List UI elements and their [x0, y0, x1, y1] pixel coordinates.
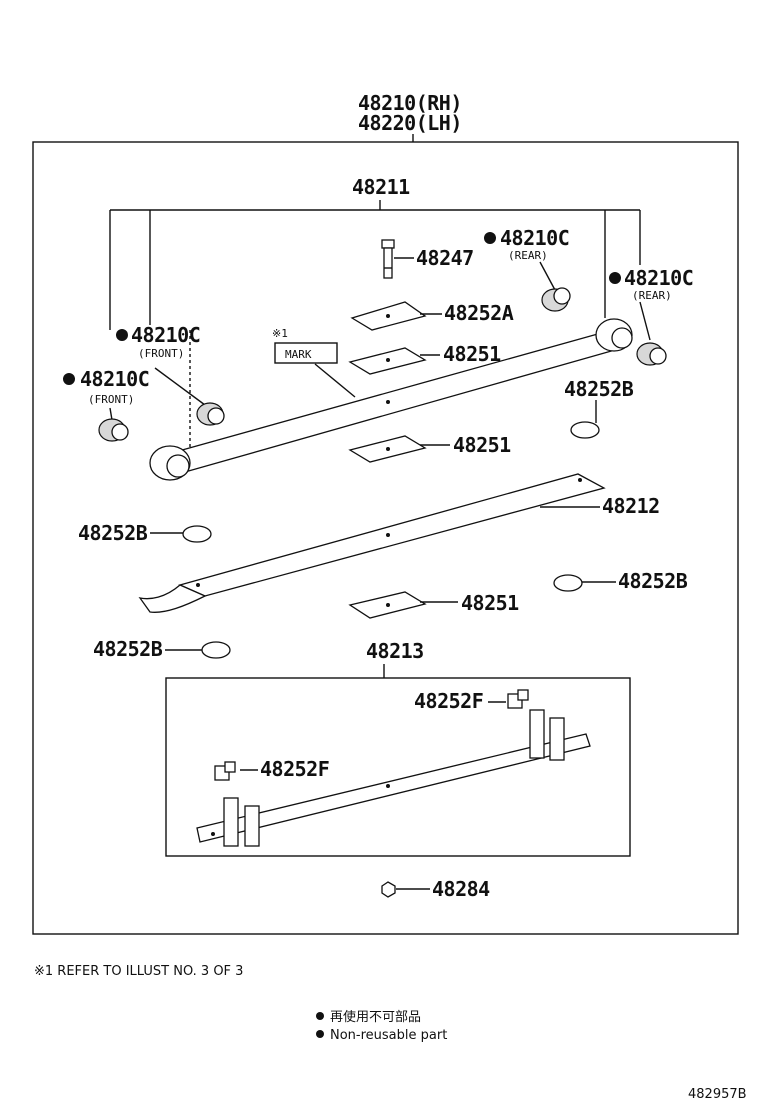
clip-48252f-1	[507, 689, 529, 709]
legend-dot-jp	[316, 1012, 324, 1020]
insert-hole	[386, 603, 390, 607]
figure-id: 482957B	[688, 1087, 747, 1102]
pad-48252b-3	[553, 574, 583, 592]
mark-box	[274, 342, 338, 364]
callout-48210c-rear-2-sub: (REAR)	[632, 289, 672, 302]
callout-48251-mid: 48251	[453, 433, 511, 457]
callout-48210c-front-2: 48210C	[80, 367, 149, 391]
legend-english: Non-reusable part	[330, 1028, 447, 1043]
pad-48252b-4	[201, 641, 231, 659]
callout-48213: 48213	[366, 639, 424, 663]
leaf-spring-1	[149, 318, 633, 481]
legend-japanese: 再使用不可部品	[330, 1009, 421, 1025]
bush-rear-1-leader	[539, 261, 556, 291]
callout-48252a: 48252A	[444, 301, 514, 325]
insert-hole	[386, 447, 390, 451]
callout-48252b-3: 48252B	[618, 569, 688, 593]
callout-48252b-4: 48252B	[93, 637, 163, 661]
callout-48252f-1: 48252F	[414, 689, 483, 713]
clip-48252f-2	[214, 761, 236, 781]
callout-48284: 48284	[432, 877, 490, 901]
bush-front-2	[98, 418, 129, 442]
legend-dot-en	[316, 1030, 324, 1038]
pad-48252b-1	[570, 421, 600, 439]
callout-48251-top: 48251	[443, 342, 501, 366]
bush-front-1	[196, 402, 225, 426]
callout-48210c-front-1-sub: (FRONT)	[138, 347, 184, 360]
center-bolt	[381, 239, 414, 279]
mark-leader	[314, 363, 356, 398]
non-reusable-dot	[63, 373, 75, 385]
callout-48252b-1: 48252B	[564, 377, 634, 401]
callout-48210c-front-2-sub: (FRONT)	[88, 393, 134, 406]
non-reusable-dot	[484, 232, 496, 244]
leaf-1-bracket	[109, 200, 641, 470]
callout-48212: 48212	[602, 494, 660, 518]
footnote: ※1 REFER TO ILLUST NO. 3 OF 3	[34, 964, 243, 979]
bush-front-2-leader	[109, 407, 113, 421]
nut-48284	[381, 881, 396, 898]
non-reusable-dot	[609, 272, 621, 284]
mark-ref: ※1	[272, 327, 288, 340]
callout-48247: 48247	[416, 246, 474, 270]
bush-rear-1	[541, 287, 571, 312]
callout-48211: 48211	[352, 175, 410, 199]
bush-front-1-leader	[154, 367, 206, 406]
leaf-spring-2	[138, 473, 606, 613]
bush-rear-2-leader	[639, 301, 651, 341]
assembly-frame	[32, 141, 739, 935]
leaf-spring-3	[196, 709, 591, 847]
assembly-title-rh: 48210(RH)	[358, 91, 462, 115]
callout-48210c-rear-1: 48210C	[500, 226, 569, 250]
non-reusable-dot	[116, 329, 128, 341]
callout-48252f-2: 48252F	[260, 757, 329, 781]
insert-hole	[386, 358, 390, 362]
mark-label: MARK	[285, 348, 312, 361]
assembly-title-lh: 48220(LH)	[358, 111, 462, 135]
insert-hole	[386, 314, 390, 318]
callout-48210c-front-1: 48210C	[131, 323, 200, 347]
callout-48252b-2: 48252B	[78, 521, 148, 545]
callout-48251-low: 48251	[461, 591, 519, 615]
pad-48252b-2	[182, 525, 212, 543]
bush-rear-2	[636, 342, 667, 366]
leaf-3-frame	[165, 677, 631, 857]
callout-48210c-rear-1-sub: (REAR)	[508, 249, 548, 262]
callout-48210c-rear-2: 48210C	[624, 266, 693, 290]
